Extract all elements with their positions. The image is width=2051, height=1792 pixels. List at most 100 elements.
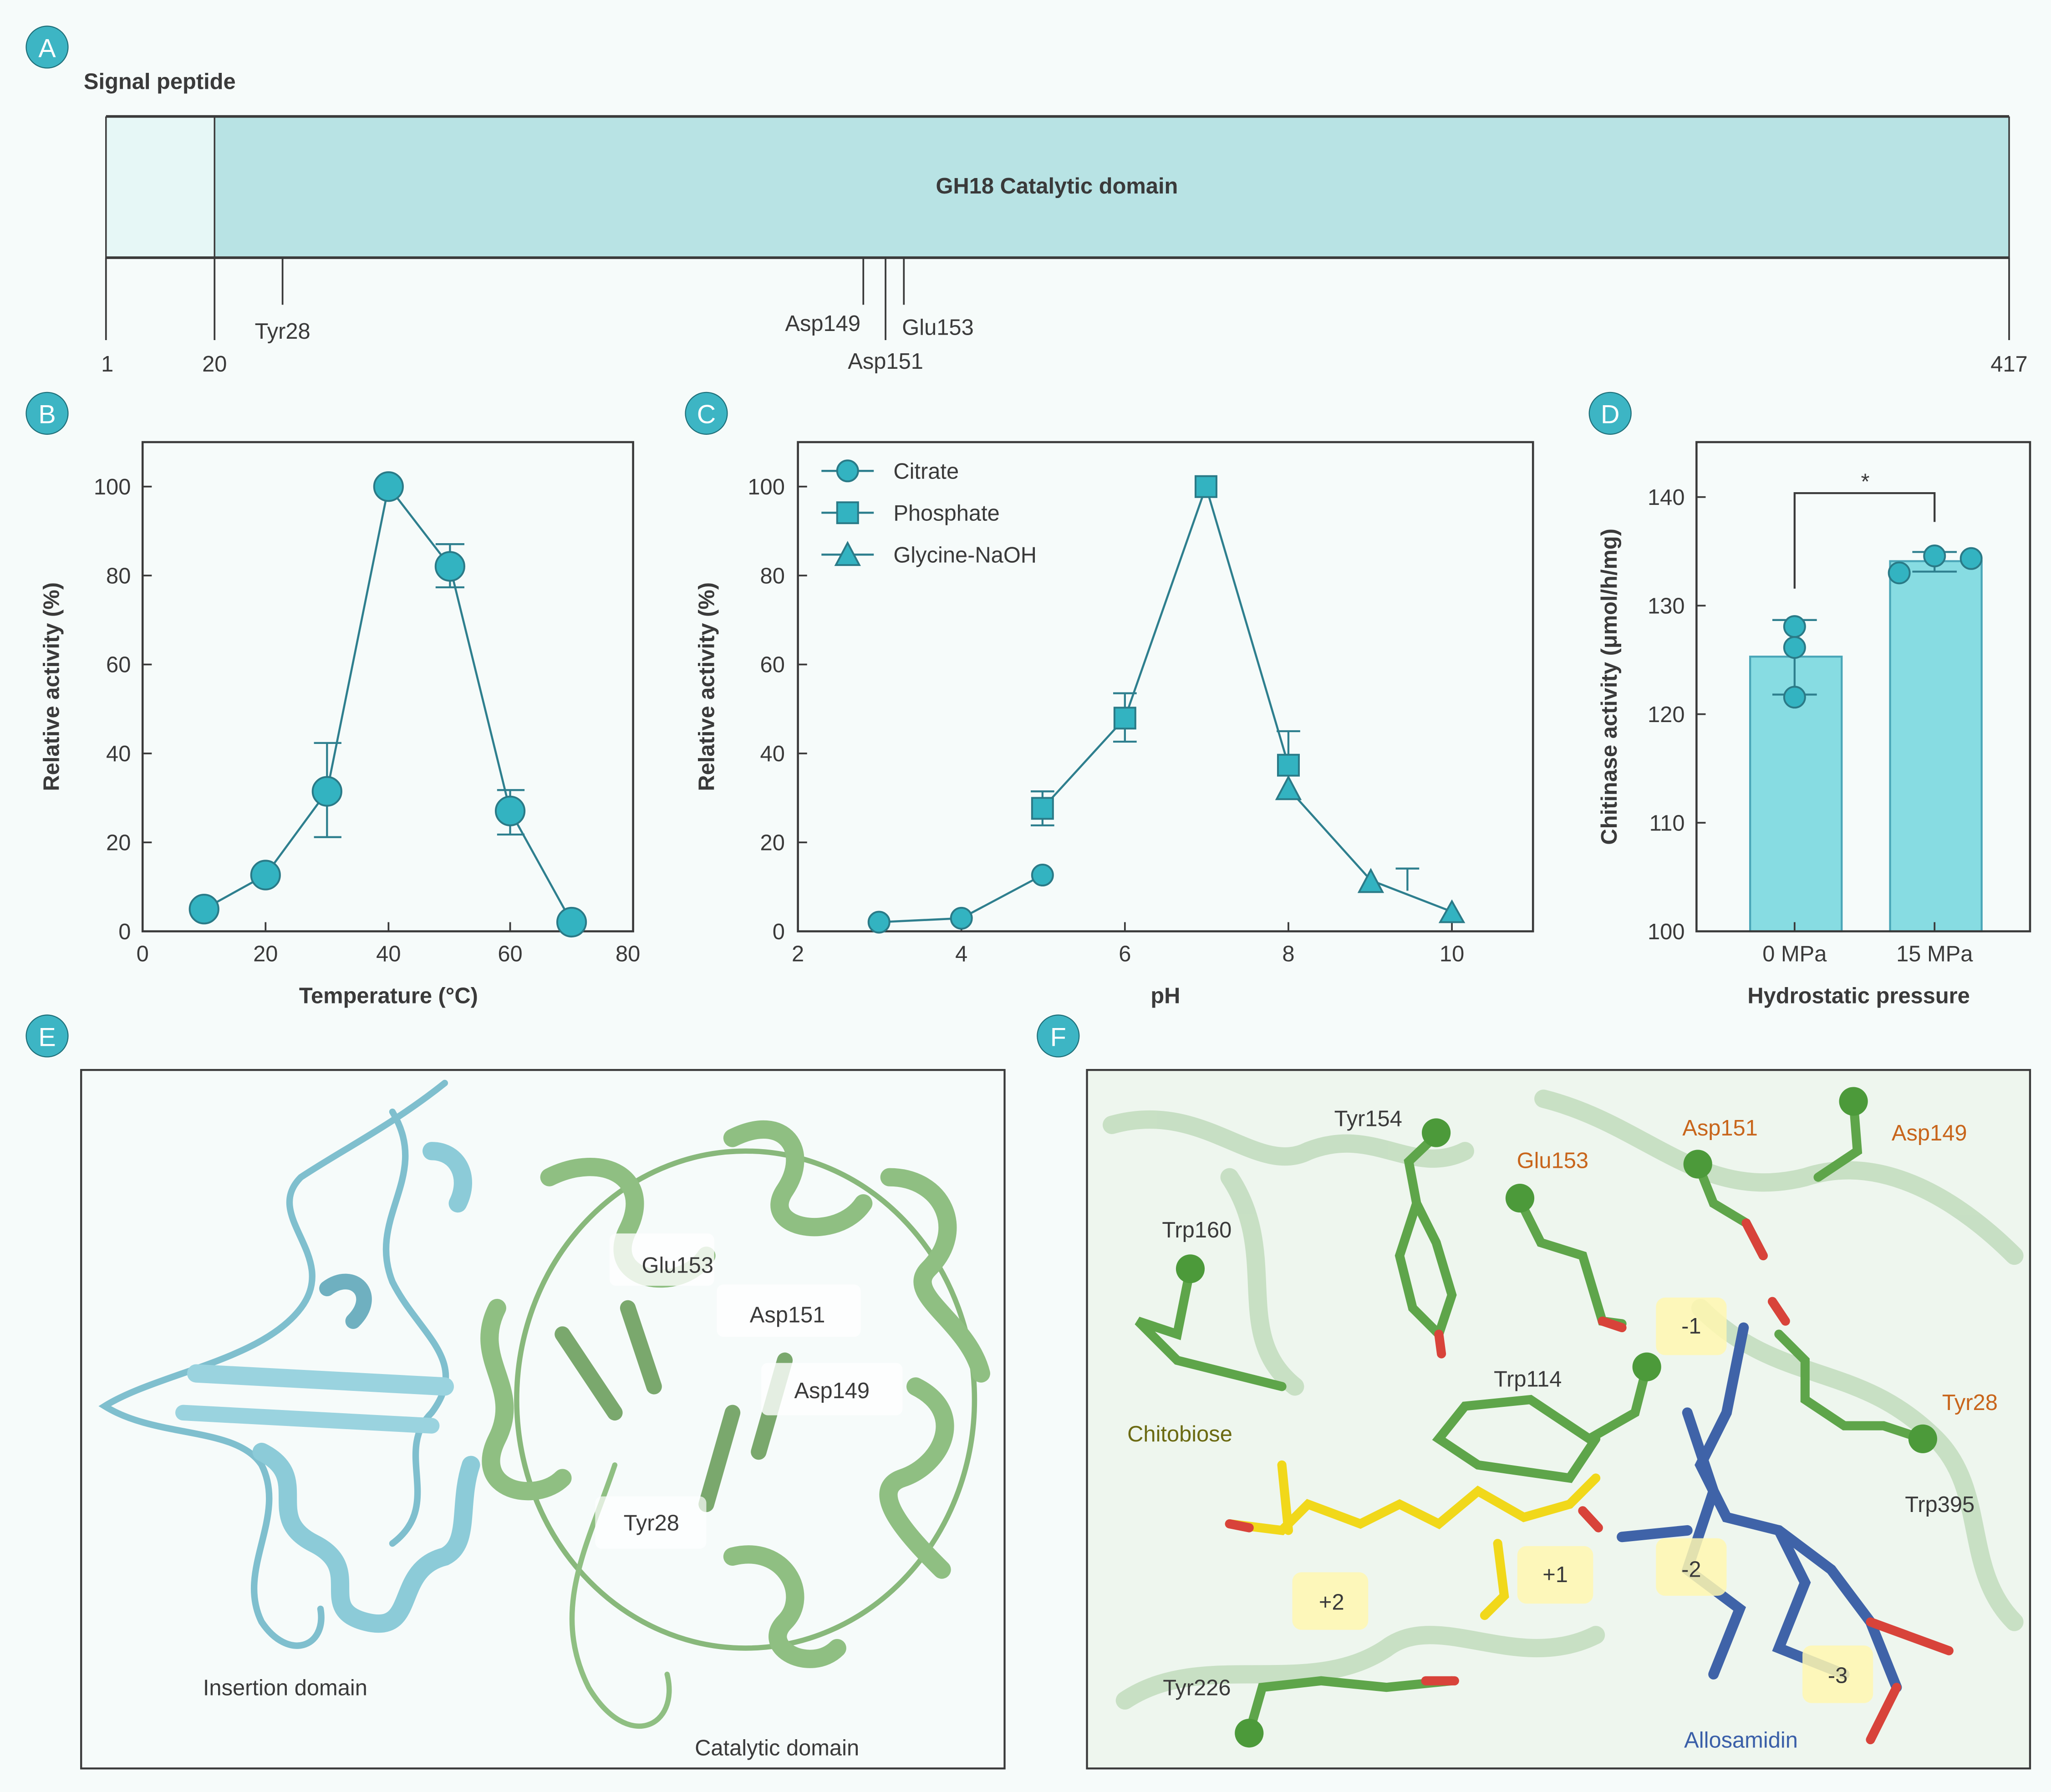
plot-frame: [1695, 441, 2031, 932]
panel-b-temperature-chart: B 0 20 40 60 80 100 0 20 40 60 80 Temper…: [25, 392, 640, 1008]
panel-badge-f-label: F: [1050, 1023, 1066, 1052]
glycine-legend-marker: [834, 540, 861, 566]
legend-citrate: Citrate: [893, 459, 959, 484]
svg-text:40: 40: [376, 942, 401, 967]
plot-frame: [141, 441, 634, 932]
residue-tyr28: Tyr28: [255, 319, 310, 344]
svg-text:100: 100: [748, 475, 784, 499]
panel-badge-d-label: D: [1601, 400, 1619, 429]
panel-c-ph-chart: C 0 20 40 60 80 100 2 4 6 8 10 pH Relati…: [685, 392, 1534, 1008]
svg-text:80: 80: [106, 564, 131, 588]
residue-sticks: [1135, 1097, 1928, 1738]
plot-frame: [797, 441, 1534, 932]
x-axis-label: Temperature (°C): [299, 984, 478, 1008]
catalytic-domain-region: [214, 116, 2009, 258]
panel-badge-b: [25, 392, 69, 435]
category-0mpa: 0 MPa: [1762, 942, 1827, 967]
label-tyr226: Tyr226: [1163, 1675, 1231, 1700]
position-end: 417: [1990, 352, 2027, 377]
panel-a: A Signal peptide GH18 Catalytic domain 1…: [25, 25, 2028, 377]
bar-15mpa: [1889, 560, 1983, 932]
subsite-minus1: -1: [1681, 1314, 1701, 1339]
legend-phosphate: Phosphate: [893, 501, 999, 525]
y-axis: 0 20 40 60 80 100: [94, 475, 152, 944]
subsite-minus3: -3: [1828, 1663, 1847, 1688]
panel-badge-e: [25, 1014, 69, 1058]
svg-text:100: 100: [94, 475, 131, 499]
panel-badge-a: [25, 25, 69, 69]
svg-text:20: 20: [106, 830, 131, 855]
label-glu153: Glu153: [1517, 1149, 1588, 1173]
svg-text:2: 2: [792, 942, 804, 967]
label-allosamidin: Allosamidin: [1684, 1728, 1798, 1752]
oxygen-atoms: [1225, 1218, 1954, 1745]
x-axis-label: pH: [1150, 984, 1180, 1008]
catalytic-domain-label: GH18 Catalytic domain: [936, 174, 1178, 199]
x-axis: 0 20 40 60 80: [137, 922, 640, 967]
label-asp151: Asp151: [1682, 1116, 1758, 1140]
svg-text:6: 6: [1119, 942, 1131, 967]
subsite-minus2: -2: [1681, 1558, 1701, 1582]
svg-text:110: 110: [1649, 811, 1685, 835]
glycine-line: [1288, 788, 1452, 913]
phosphate-legend-marker: [836, 501, 859, 524]
panel-badge-e-label: E: [38, 1023, 56, 1052]
panel-f-active-site: F: [1037, 1014, 2031, 1770]
panel-badge-c: [685, 392, 728, 435]
panel-badge-b-label: B: [38, 400, 56, 429]
subsite-plus1: +1: [1542, 1563, 1568, 1587]
svg-text:40: 40: [760, 742, 785, 766]
residue-asp151: Asp151: [848, 349, 923, 374]
label-chitobiose: Chitobiose: [1127, 1422, 1232, 1446]
y-axis-label: Relative activity (%): [695, 582, 719, 791]
label-glu153: Glu153: [642, 1253, 713, 1278]
panel-e-structure: E Glu153: [25, 1014, 1006, 1770]
svg-text:40: 40: [106, 742, 131, 766]
svg-text:60: 60: [498, 942, 522, 967]
svg-text:0: 0: [118, 920, 131, 944]
significance-star: *: [1861, 469, 1869, 494]
svg-text:8: 8: [1282, 942, 1294, 967]
residue-asp149: Asp149: [785, 311, 860, 336]
svg-text:10: 10: [1440, 942, 1464, 967]
label-trp160: Trp160: [1162, 1218, 1232, 1242]
x-axis: 2 4 6 8 10: [792, 922, 1464, 967]
category-15mpa: 15 MPa: [1896, 942, 1973, 967]
svg-text:20: 20: [253, 942, 278, 967]
x-axis: 0 MPa 15 MPa: [1762, 922, 1973, 967]
y-axis-label: Relative activity (%): [39, 582, 64, 791]
svg-text:20: 20: [760, 830, 785, 855]
subsite-markers: -1 +1 +2 -2 -3: [1292, 1298, 1873, 1703]
label-trp395: Trp395: [1905, 1492, 1975, 1517]
label-asp149: Asp149: [794, 1379, 870, 1403]
x-axis-label: Hydrostatic pressure: [1747, 984, 1970, 1008]
panel-d-pressure-chart: D 100 110 120 130 140 0 MPa 15 MPa Hydro…: [1588, 392, 2031, 1008]
insertion-domain-cartoon: [98, 1079, 480, 1649]
panel-badge-f: [1037, 1014, 1080, 1058]
y-axis: 100 110 120 130 140: [1648, 485, 1706, 944]
label-tyr28: Tyr28: [1942, 1390, 1998, 1415]
data-points: [188, 471, 587, 938]
svg-text:60: 60: [106, 653, 131, 677]
error-bars: [1030, 692, 1420, 891]
label-catalytic-domain: Catalytic domain: [695, 1736, 859, 1761]
legend: Citrate Phosphate Glycine-NaOH: [821, 459, 1037, 567]
svg-text:60: 60: [760, 653, 785, 677]
label-tyr154: Tyr154: [1334, 1107, 1402, 1131]
y-axis-label: Chitinase activity (μmol/h/mg): [1597, 529, 1622, 845]
svg-text:4: 4: [955, 942, 967, 967]
residue-ca-spheres: [1176, 1087, 1937, 1748]
position-start: 1: [101, 352, 113, 377]
panel-badge-c-label: C: [697, 400, 716, 429]
svg-text:80: 80: [616, 942, 640, 967]
panel-badge-d: [1588, 392, 1632, 435]
label-tyr28: Tyr28: [624, 1511, 679, 1535]
svg-text:100: 100: [1648, 920, 1685, 944]
significance-bracket: [1793, 492, 1936, 589]
signal-peptide-label: Signal peptide: [84, 69, 236, 94]
label-insertion-domain: Insertion domain: [203, 1675, 367, 1700]
residue-glu153: Glu153: [902, 315, 973, 340]
svg-text:130: 130: [1648, 594, 1685, 618]
svg-text:80: 80: [760, 564, 785, 588]
